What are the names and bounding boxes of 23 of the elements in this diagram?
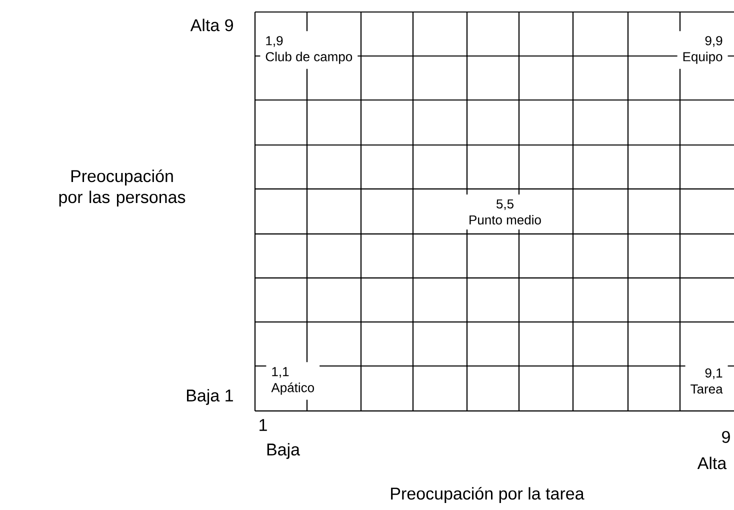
node-label: Punto medio (470, 214, 541, 225)
grid-region: 9,9 Equipo (677, 31, 728, 69)
node-label: 5,5 (496, 199, 514, 210)
grid-region: 1,1 Apático (266, 362, 320, 400)
axis-label: Baja 1 (187, 389, 233, 405)
axis-label: Preocupación por las personas (59, 169, 186, 206)
node-label: 1,9 (266, 36, 283, 47)
axis-label: 1 (260, 419, 267, 431)
node-label: Equipo (683, 52, 722, 64)
node-label: Tarea (690, 384, 723, 394)
node-label: 9,9 (705, 36, 722, 47)
node-label: 9,1 (705, 368, 722, 380)
axis-label: Alta 9 (190, 18, 233, 32)
node-label: Apático (271, 382, 314, 395)
axis-label: Baja (267, 443, 300, 459)
node-label: Club de campo (266, 52, 352, 64)
grid-region: 5,5 Punto medio (464, 194, 546, 230)
axis-label: 9 (722, 430, 730, 443)
grid-region: 9,1 Tarea (685, 363, 728, 399)
axis-label: Preocupación por la tarea (391, 486, 584, 503)
axis-label: Alta (697, 456, 727, 470)
node-label: 1,1 (272, 367, 289, 378)
grid-region: 1,9 Club de campo (260, 31, 358, 69)
